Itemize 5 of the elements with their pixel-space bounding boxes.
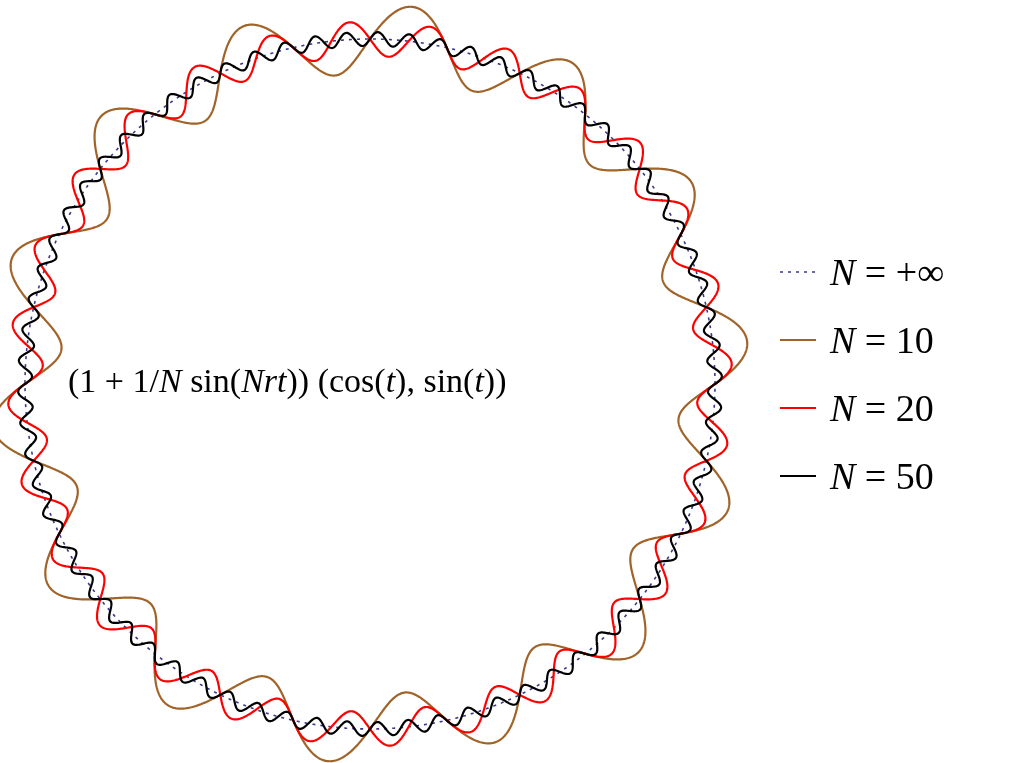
- legend-label: N = +∞: [830, 250, 945, 294]
- formula-label: (1 + 1/N sin(Nrt)) (cos(t), sin(t)): [68, 362, 507, 400]
- legend-label: N = 10: [830, 318, 934, 362]
- legend-label: N = 20: [830, 386, 934, 430]
- legend-label: N = 50: [830, 454, 934, 498]
